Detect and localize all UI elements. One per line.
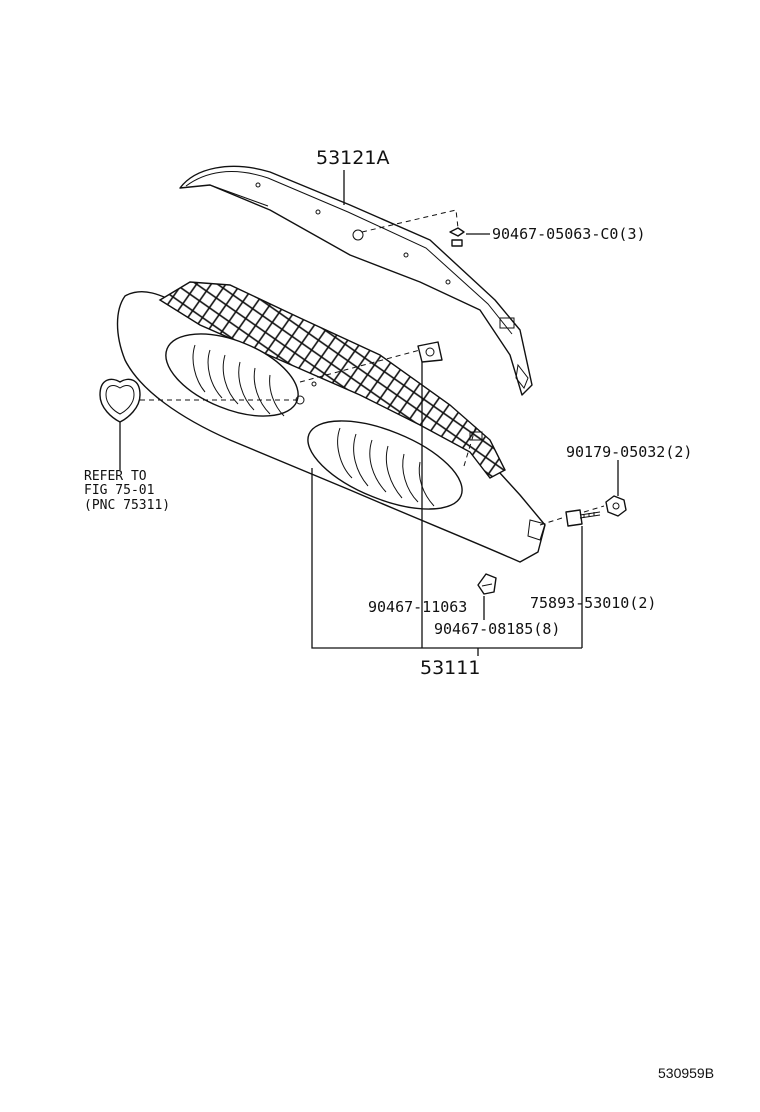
label-53111: 53111 <box>420 657 480 679</box>
radiator-grille <box>116 281 546 563</box>
leader-lines <box>119 170 619 656</box>
upper-molding <box>179 165 533 396</box>
drawing-code: 530959B <box>658 1065 714 1081</box>
nut-icon <box>605 495 627 517</box>
reference-line-1: REFER TO <box>84 469 147 484</box>
label-53121a: 53121A <box>316 147 389 169</box>
reference-line-3: (PNC 75311) <box>84 498 170 513</box>
clip-grille-icon <box>417 341 443 363</box>
label-90467-08185: 90467-08185(8) <box>434 620 560 638</box>
screw-icon <box>565 509 601 527</box>
label-90467-11063: 90467-11063 <box>368 598 467 616</box>
label-90467-05063: 90467-05063-C0(3) <box>492 225 646 243</box>
clip-lower-icon <box>477 573 497 595</box>
clip-upper-icon <box>449 227 465 247</box>
label-90179-05032: 90179-05032(2) <box>566 443 692 461</box>
reference-line-2: FIG 75-01 <box>84 483 154 498</box>
left-opening-slats <box>192 344 285 417</box>
label-75893-53010: 75893-53010(2) <box>530 594 656 612</box>
emblem <box>99 378 141 423</box>
